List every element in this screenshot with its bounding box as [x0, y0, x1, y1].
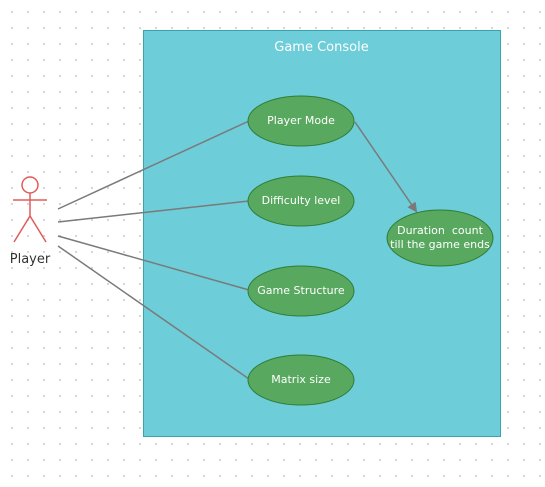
- actor-right-leg: [29, 215, 47, 243]
- use-case-player-mode-label: Player Mode: [267, 114, 335, 127]
- association-player-mode[interactable]: [57, 120, 250, 210]
- use-case-difficulty-level[interactable]: Difficulty level: [247, 175, 355, 227]
- actor-player[interactable]: [13, 176, 47, 243]
- association-matrix-size[interactable]: [57, 245, 250, 380]
- use-case-game-structure-label: Game Structure: [257, 284, 345, 297]
- use-case-duration-label-line2: till the game ends: [390, 238, 490, 251]
- actor-name: Player: [9, 252, 51, 267]
- use-case-matrix-size[interactable]: Matrix size: [247, 354, 355, 406]
- use-case-duration-label-line1: Duration count: [397, 224, 483, 237]
- use-case-player-mode[interactable]: Player Mode: [247, 95, 355, 147]
- use-case-duration-count[interactable]: Duration count till the game ends: [386, 209, 494, 267]
- use-case-difficulty-level-label: Difficulty level: [262, 194, 341, 207]
- use-case-matrix-size-label: Matrix size: [271, 373, 331, 386]
- association-difficulty-level[interactable]: [57, 200, 250, 223]
- use-case-game-structure[interactable]: Game Structure: [247, 265, 355, 317]
- system-title: Game Console: [274, 40, 369, 55]
- arrow-player-mode-to-duration[interactable]: [354, 121, 418, 213]
- association-game-structure[interactable]: [57, 235, 250, 291]
- actor-left-leg: [13, 215, 31, 243]
- actor-head: [21, 176, 39, 194]
